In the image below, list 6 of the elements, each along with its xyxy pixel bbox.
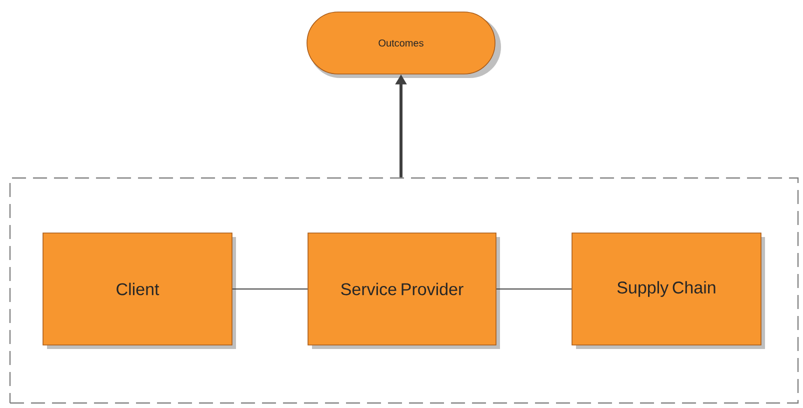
process-box: Client (42, 232, 232, 346)
process-box: Service Provider (308, 232, 496, 346)
connector-line (496, 288, 572, 290)
connector-line (232, 288, 308, 290)
outcome-terminal: Outcomes (306, 12, 496, 74)
process-box: Supply Chain (572, 232, 762, 346)
